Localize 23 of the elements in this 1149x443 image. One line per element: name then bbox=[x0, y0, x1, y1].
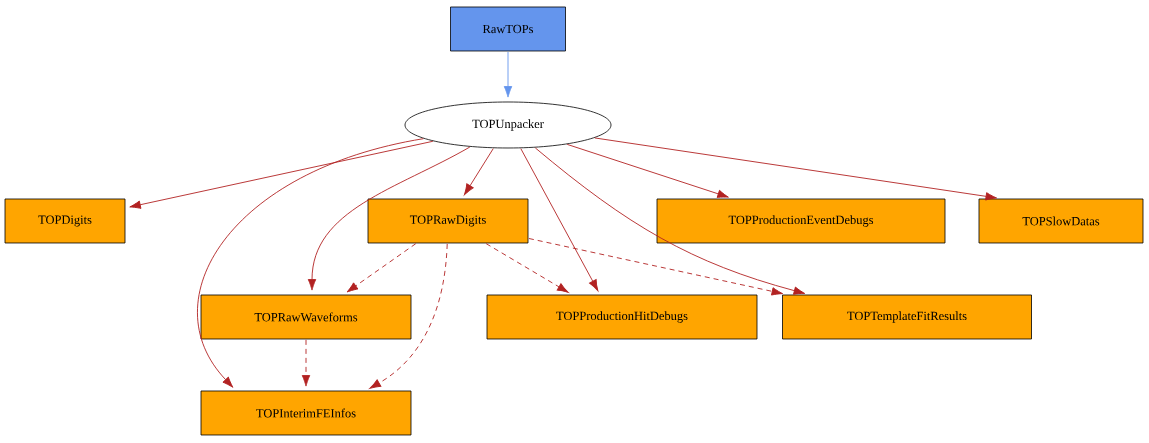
arrow bbox=[566, 143, 729, 198]
arrow bbox=[503, 51, 513, 98]
arrow bbox=[594, 137, 997, 201]
arrow bbox=[346, 243, 417, 293]
arrow bbox=[528, 238, 784, 296]
class-box: TOPInterimFEInfos bbox=[200, 390, 412, 436]
class-box: TOPProductionEventDebugs bbox=[656, 198, 946, 244]
class-box: RawTOPs bbox=[450, 6, 566, 52]
arrow bbox=[129, 140, 434, 209]
class-box: TOPRawDigits bbox=[367, 198, 529, 244]
arrow bbox=[463, 148, 494, 196]
arrow bbox=[369, 243, 448, 389]
class-box: TOPDigits bbox=[4, 198, 126, 244]
arrow bbox=[307, 146, 471, 291]
class-box: TOPProductionHitDebugs bbox=[486, 294, 758, 340]
class-box: TOPSlowDatas bbox=[978, 198, 1144, 244]
arrow bbox=[197, 138, 424, 388]
arrow bbox=[301, 339, 311, 387]
arrow bbox=[520, 148, 599, 292]
class-box: TOPRawWaveforms bbox=[200, 294, 412, 340]
arrow bbox=[534, 147, 806, 295]
arrow bbox=[485, 243, 569, 293]
class-box: TOPTemplateFitResults bbox=[782, 294, 1032, 340]
